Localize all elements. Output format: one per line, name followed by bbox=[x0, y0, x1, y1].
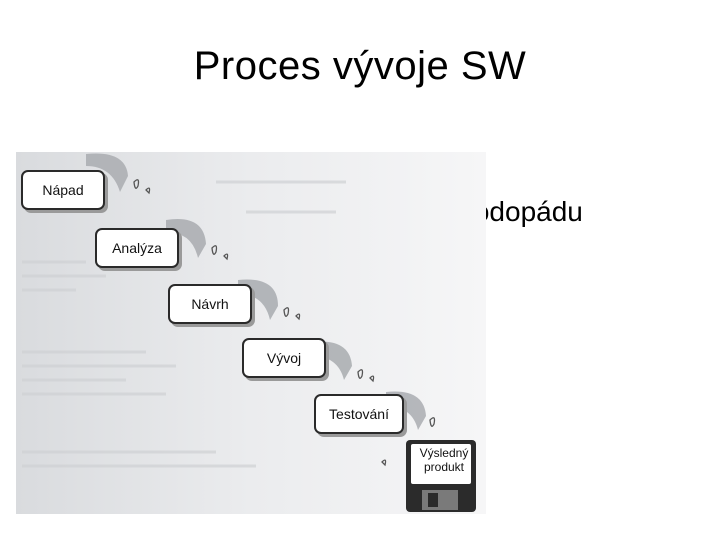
step-navrh: Návrh bbox=[168, 284, 252, 324]
step-vyvoj: Vývoj bbox=[242, 338, 326, 378]
slide-title: Proces vývoje SW bbox=[193, 44, 527, 88]
step-napad: Nápad bbox=[21, 170, 105, 210]
step-testovani: Testování bbox=[314, 394, 404, 434]
floppy-disk-icon bbox=[406, 440, 476, 512]
result-label-line2: produkt bbox=[423, 460, 465, 474]
waterfall-diagram-scan bbox=[16, 152, 486, 514]
step-analyza: Analýza bbox=[95, 228, 179, 268]
result-label: Výsledný produkt bbox=[413, 446, 475, 474]
result-label-line1: Výsledný bbox=[419, 446, 469, 460]
